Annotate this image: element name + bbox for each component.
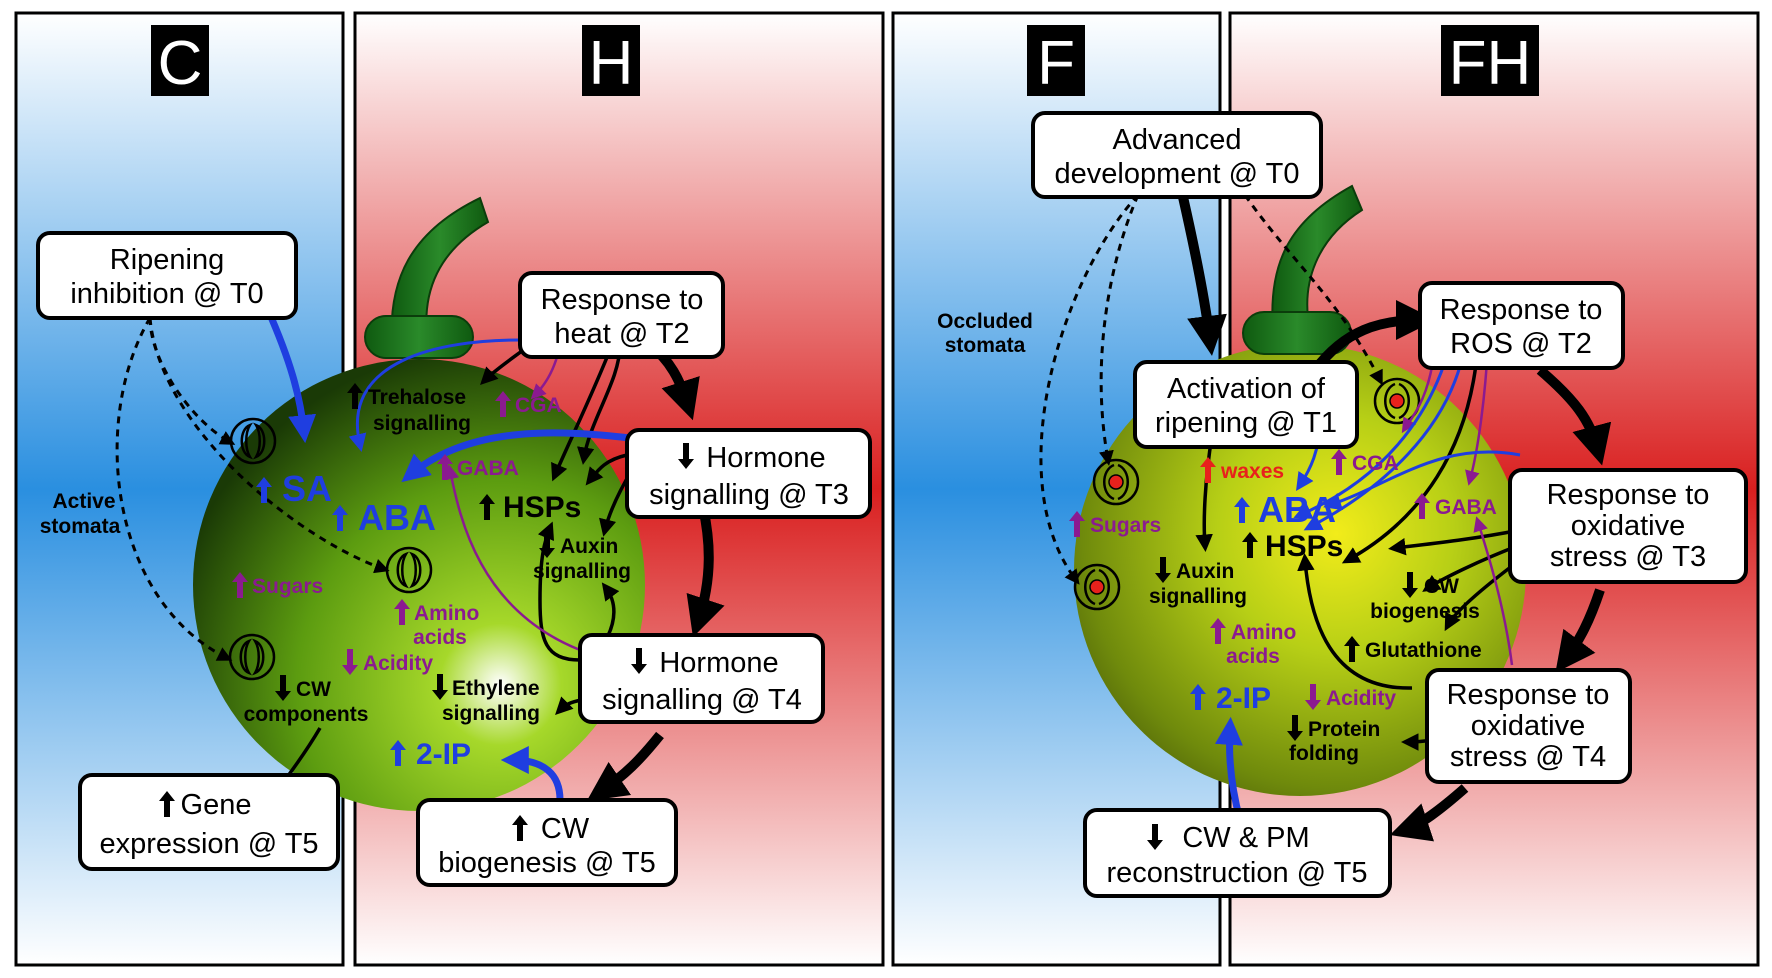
svg-text:expression @ T5: expression @ T5	[99, 828, 318, 860]
response-to-heat-box: Response to heat @ T2	[518, 271, 725, 359]
svg-text:Hormone: Hormone	[706, 442, 825, 474]
svg-text:biogenesis @ T5: biogenesis @ T5	[438, 847, 656, 879]
panel-c-header: C	[158, 29, 203, 98]
svg-text:ripening @ T1: ripening @ T1	[1155, 407, 1337, 439]
cw-components-label: CW	[296, 678, 331, 701]
metabolite-gaba-2: GABA	[1435, 496, 1497, 519]
hormone-signalling-t4-box: Hormone signalling @ T4	[578, 633, 825, 724]
svg-text:stress @ T3: stress @ T3	[1550, 541, 1706, 573]
svg-text:reconstruction @ T5: reconstruction @ T5	[1106, 857, 1367, 889]
auxin-label-2: Auxin	[1176, 560, 1234, 583]
auxin-label: signalling	[533, 560, 631, 583]
ethylene-label: Ethylene	[452, 677, 540, 700]
auxin-label: Auxin	[560, 535, 618, 558]
acidity-label-2: Acidity	[1326, 687, 1396, 710]
cw-pm-reconstruction-box: CW & PM reconstruction @ T5	[1083, 808, 1392, 898]
svg-text:signalling @ T3: signalling @ T3	[649, 479, 849, 511]
metabolite-2ip-2: 2-IP	[1216, 682, 1271, 715]
metabolite-aba: ABA	[358, 497, 436, 538]
svg-text:Ripening: Ripening	[110, 244, 224, 276]
hsps-label: HSPs	[503, 491, 581, 524]
glutathione-label: Glutathione	[1365, 639, 1482, 662]
stem-right	[1271, 184, 1364, 331]
svg-text:Hormone: Hormone	[659, 647, 778, 679]
active-stomata-label: Active	[52, 490, 115, 513]
amino-acids-label-2: Amino	[1231, 621, 1296, 644]
svg-text:CW: CW	[541, 813, 590, 845]
metabolite-cga-2: CGA	[1352, 452, 1399, 475]
amino-acids-label: Amino	[414, 602, 479, 625]
auxin-label-2: signalling	[1149, 585, 1247, 608]
svg-text:Response to: Response to	[541, 284, 704, 316]
oxidative-stress-t3-box: Response to oxidative stress @ T3	[1508, 468, 1748, 584]
cw-biogenesis-label-2: CW	[1424, 575, 1459, 598]
ethylene-label: signalling	[442, 702, 540, 725]
svg-text:Response to: Response to	[1547, 479, 1710, 511]
svg-text:stress @ T4: stress @ T4	[1450, 741, 1606, 773]
metabolite-cga: CGA	[515, 394, 562, 417]
occluded-stomata-label: stomata	[945, 334, 1026, 357]
svg-text:heat @ T2: heat @ T2	[554, 318, 689, 350]
panel-h-header: H	[589, 29, 634, 98]
waxes-label: waxes	[1220, 460, 1284, 483]
active-stomata-label: stomata	[40, 515, 121, 538]
hormone-signalling-t3-box: Hormone signalling @ T3	[625, 428, 872, 519]
svg-text:Activation of: Activation of	[1167, 373, 1326, 405]
ripening-inhibition-box: Ripening inhibition @ T0	[36, 231, 298, 320]
svg-text:oxidative: oxidative	[1471, 710, 1585, 742]
svg-text:CW & PM: CW & PM	[1182, 822, 1309, 854]
acidity-label: Acidity	[363, 652, 433, 675]
protein-folding-label: Protein	[1308, 718, 1380, 741]
svg-text:inhibition @ T0: inhibition @ T0	[70, 278, 263, 310]
hsps-label-2: HSPs	[1265, 530, 1343, 563]
svg-text:signalling @ T4: signalling @ T4	[602, 684, 802, 716]
advanced-development-box: Advanced development @ T0	[1031, 111, 1323, 199]
oxidative-stress-t4-box: Response to oxidative stress @ T4	[1425, 668, 1632, 784]
metabolite-sugars-2: Sugars	[1090, 514, 1161, 537]
fruit-left	[193, 359, 645, 811]
calyx-left	[364, 315, 474, 359]
cw-biogenesis-label-2: biogenesis	[1370, 600, 1480, 623]
panel-f-header: F	[1037, 29, 1075, 98]
metabolite-2ip: 2-IP	[416, 738, 471, 771]
svg-text:Gene: Gene	[181, 789, 252, 821]
cw-biogenesis-t5-box: CW biogenesis @ T5	[416, 798, 678, 887]
protein-folding-label: folding	[1289, 742, 1359, 765]
svg-text:Response to: Response to	[1440, 294, 1603, 326]
svg-text:Response to: Response to	[1447, 679, 1610, 711]
metabolite-sa: SA	[282, 468, 332, 509]
svg-text:development @ T0: development @ T0	[1055, 158, 1300, 190]
svg-text:ROS @ T2: ROS @ T2	[1450, 328, 1592, 360]
svg-text:Advanced: Advanced	[1113, 124, 1242, 156]
response-to-ros-box: Response to ROS @ T2	[1418, 281, 1625, 370]
metabolite-sugars: Sugars	[252, 575, 323, 598]
svg-text:oxidative: oxidative	[1571, 510, 1685, 542]
occluded-stomata-label: Occluded	[937, 310, 1033, 333]
activation-of-ripening-box: Activation of ripening @ T1	[1133, 360, 1359, 449]
trehalose-label: signalling	[373, 412, 471, 435]
amino-acids-label-2: acids	[1226, 645, 1280, 668]
metabolite-gaba: GABA	[457, 457, 519, 480]
trehalose-label: Trehalose	[368, 386, 466, 409]
panel-fh-header: FH	[1449, 29, 1532, 98]
gene-expression-box: Gene expression @ T5	[78, 773, 340, 871]
amino-acids-label: acids	[413, 626, 467, 649]
cw-components-label: components	[244, 703, 369, 726]
stem-left	[390, 196, 490, 346]
metabolite-aba-2: ABA	[1258, 489, 1336, 530]
